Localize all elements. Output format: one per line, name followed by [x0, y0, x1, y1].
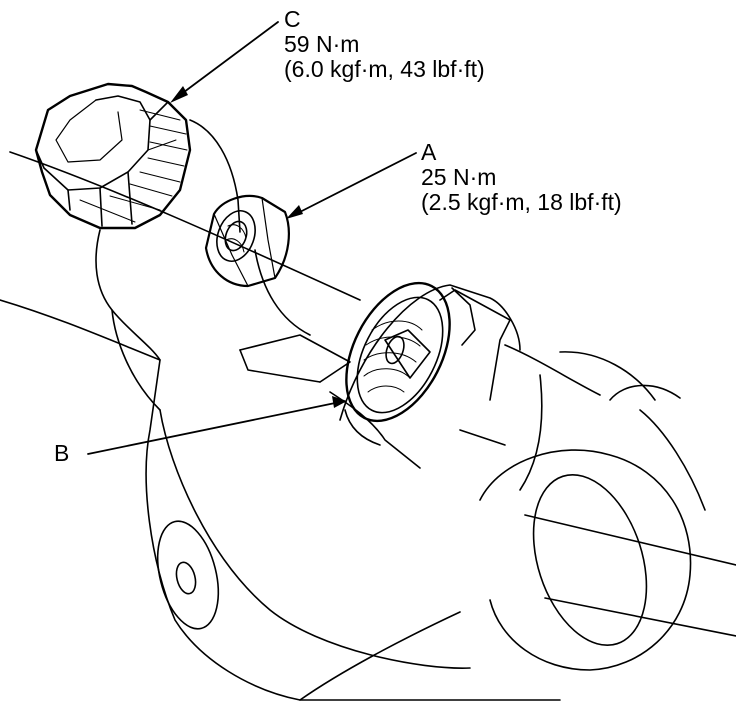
callout-b-letter: B — [54, 440, 70, 466]
callout-a-torque-alt: (2.5 kgf·m, 18 lbf·ft) — [421, 189, 622, 215]
callout-c-letter: C — [284, 6, 301, 32]
mounting-boss — [156, 520, 220, 630]
adjusting-bore — [339, 281, 521, 446]
pinion-boss — [459, 374, 736, 671]
callout-a: A 25 N·m (2.5 kgf·m, 18 lbf·ft) — [421, 140, 622, 215]
gear-housing — [95, 119, 706, 701]
callout-a-torque-nm: 25 N·m — [421, 164, 497, 190]
callout-c-torque-nm: 59 N·m — [284, 31, 360, 57]
leader-lines — [87, 21, 417, 455]
callout-c-torque-alt: (6.0 kgf·m, 43 lbf·ft) — [284, 56, 485, 82]
rack-tube — [0, 151, 361, 361]
callout-a-letter: A — [421, 139, 437, 165]
callout-c: C 59 N·m (6.0 kgf·m, 43 lbf·ft) — [284, 7, 485, 82]
plug — [34, 82, 192, 230]
locknut — [204, 194, 290, 288]
